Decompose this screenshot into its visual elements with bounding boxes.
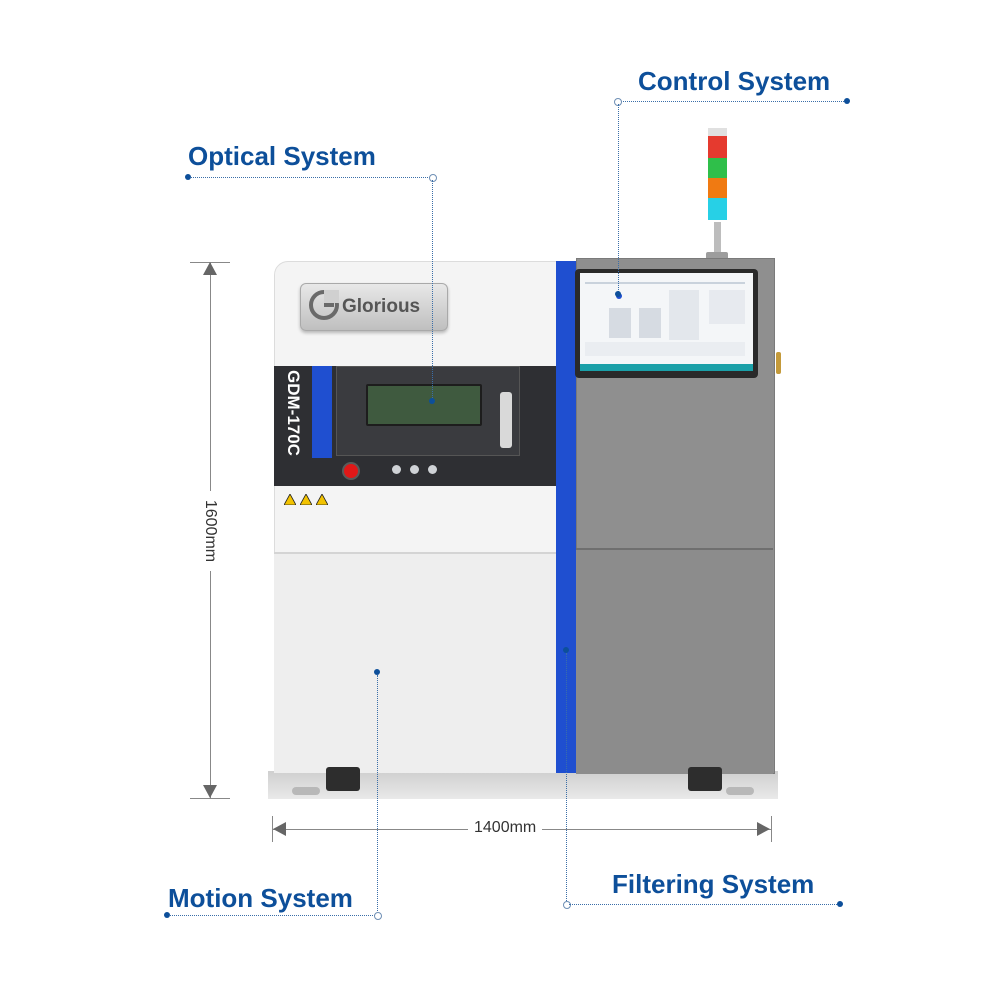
callout-control-system: Control System	[638, 66, 831, 96]
signal-tower-base	[706, 252, 728, 260]
signal-tower-pole	[714, 222, 721, 258]
brand-name: Glorious	[342, 296, 421, 317]
height-bottom-tick	[190, 798, 230, 799]
caster-wheel-right	[688, 767, 722, 791]
signal-lamp-red-icon	[708, 136, 727, 158]
signal-lamp-orange-icon	[708, 178, 727, 200]
callout-control-target-dot	[615, 291, 621, 297]
blue-accent-strip	[556, 261, 576, 773]
height-label: 1600mm	[199, 491, 221, 571]
viewing-window	[366, 384, 482, 426]
width-arrow-right-icon	[757, 822, 770, 836]
width-label: 1400mm	[468, 819, 543, 837]
callout-motion-leader	[377, 675, 378, 911]
width-arrow-left-icon	[273, 822, 286, 836]
callout-optical-underline	[190, 177, 432, 178]
callout-optical-start-ring	[429, 174, 437, 182]
warning-label-icon	[284, 494, 296, 505]
callout-optical-leader	[432, 180, 433, 398]
callout-motion-start-ring	[374, 912, 382, 920]
height-arrow-down-icon	[203, 785, 217, 798]
callout-filtering-underline	[569, 904, 839, 905]
callout-control-leader	[618, 104, 619, 294]
callout-control-underline	[618, 101, 846, 102]
callout-optical-end-dot	[185, 174, 191, 180]
model-number: GDM-170C	[284, 370, 303, 456]
signal-lamp-green-icon	[708, 158, 727, 180]
warning-label-icon	[300, 494, 312, 505]
emergency-stop-button[interactable]	[342, 462, 360, 480]
screen-ui-graphic	[585, 282, 745, 356]
callout-filtering-leader	[566, 653, 567, 903]
door-handle[interactable]	[500, 392, 512, 448]
callout-motion-target-dot	[374, 669, 380, 675]
callout-filtering-end-dot	[837, 901, 843, 907]
callout-filtering-system: Filtering System	[612, 869, 815, 899]
model-accent-bar	[312, 366, 332, 458]
callout-motion-system: Motion System	[168, 883, 353, 913]
panel-button-1[interactable]	[392, 465, 401, 474]
width-left-tick	[272, 816, 273, 842]
side-handle-icon	[776, 352, 781, 374]
brand-logo-icon	[309, 290, 339, 320]
leveling-foot-left	[292, 787, 320, 795]
height-arrow-up-icon	[203, 262, 217, 275]
screen-status-bar	[580, 364, 753, 371]
leveling-foot-right	[726, 787, 754, 795]
right-lower-panel	[576, 548, 773, 774]
warning-label-icon	[316, 494, 328, 505]
callout-filtering-start-ring	[563, 901, 571, 909]
callout-motion-end-dot	[164, 912, 170, 918]
lower-cabinet-door[interactable]	[274, 552, 556, 773]
caster-wheel-left	[326, 767, 360, 791]
callout-motion-underline	[169, 915, 377, 916]
callout-filtering-target-dot	[563, 647, 569, 653]
callout-control-end-dot	[844, 98, 850, 104]
callout-optical-system: Optical System	[188, 141, 376, 171]
signal-lamp-top-icon	[708, 128, 727, 136]
panel-button-3[interactable]	[428, 465, 437, 474]
callout-optical-target-dot	[429, 398, 435, 404]
panel-button-2[interactable]	[410, 465, 419, 474]
width-right-tick	[771, 816, 772, 842]
signal-lamp-cyan-icon	[708, 198, 727, 220]
